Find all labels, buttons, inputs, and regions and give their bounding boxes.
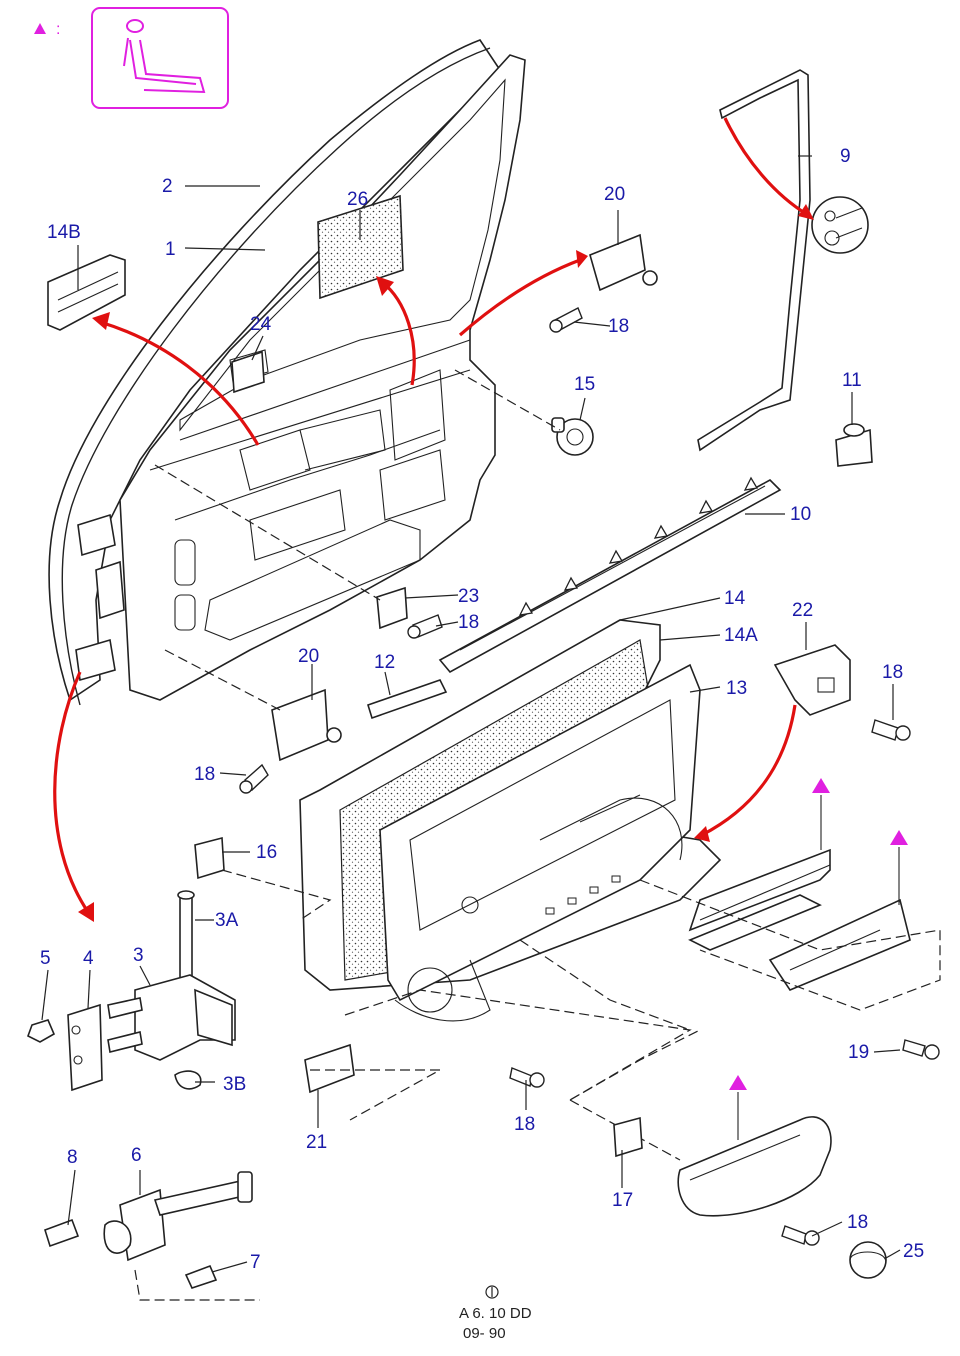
footer-code: A 6. 10 DD	[459, 1305, 532, 1322]
label-part-24: 24	[250, 314, 272, 335]
label-part-18-upper: 18	[608, 316, 629, 337]
part-15-grommet	[551, 417, 594, 456]
marker-triangle-icon	[34, 23, 46, 34]
label-part-13: 13	[726, 678, 747, 699]
label-part-18-mid: 18	[458, 612, 479, 633]
seat-icon-glyph	[123, 19, 206, 94]
label-part-1: 1	[165, 239, 176, 260]
small-parts	[47, 233, 940, 1246]
label-part-26: 26	[347, 189, 368, 210]
label-part-18-armrest: 18	[847, 1212, 868, 1233]
marker-triangle-icon	[729, 1075, 747, 1090]
label-part-2: 2	[162, 176, 173, 197]
label-part-10: 10	[790, 504, 811, 525]
label-part-3a: 3A	[215, 910, 239, 931]
label-part-17: 17	[612, 1190, 633, 1211]
label-part-7: 7	[250, 1252, 261, 1273]
label-part-11: 11	[842, 370, 862, 391]
label-part-21: 21	[306, 1132, 327, 1153]
label-part-14b: 14B	[47, 222, 81, 243]
reference-icon	[485, 1285, 499, 1299]
seat-icon	[91, 7, 229, 109]
leader-lines	[41, 155, 901, 1273]
armrest-handle	[569, 1029, 887, 1279]
part-20-lower-hinge-bracket	[271, 688, 329, 762]
label-part-9: 9	[840, 146, 851, 167]
part-12-handle	[367, 679, 448, 720]
location-lines	[154, 369, 692, 1121]
label-part-14a: 14A	[724, 625, 758, 646]
door-hinges	[75, 513, 125, 682]
part-23-nut	[376, 586, 408, 630]
legend: :	[34, 7, 229, 109]
label-part-23: 23	[458, 586, 479, 607]
footer: A 6. 10 DD 09- 90	[459, 1285, 532, 1342]
armrest-tray	[639, 848, 941, 1011]
door-trim-panel	[299, 619, 722, 1022]
label-part-18-left: 18	[194, 764, 215, 785]
label-part-20-lower: 20	[298, 646, 319, 667]
label-part-20-upper: 20	[604, 184, 625, 205]
door-shell	[48, 39, 526, 706]
part-9-weatherstrip	[697, 69, 869, 452]
screw-18-parts	[239, 307, 940, 1246]
label-part-16: 16	[256, 842, 277, 863]
label-part-6: 6	[131, 1145, 142, 1166]
label-part-14: 14	[724, 588, 746, 609]
label-part-18-right: 18	[882, 662, 903, 683]
part-17-clip	[613, 1116, 643, 1158]
part-16-clip	[194, 836, 225, 880]
label-part-15: 15	[574, 374, 595, 395]
marker-triangle-icon	[812, 778, 830, 793]
part-22-box	[773, 644, 851, 716]
part-10-moulding	[438, 476, 782, 674]
legend-marker-suffix: :	[56, 21, 60, 38]
label-part-4: 4	[83, 948, 94, 969]
label-part-25: 25	[903, 1241, 924, 1262]
hinge-assembly	[27, 890, 236, 1092]
part-21-bracket	[304, 1043, 355, 1094]
part-labels: 2 1 26 14B 24 20 18 9 15 11 10 23 18 14 …	[40, 146, 924, 1273]
label-part-3b: 3B	[223, 1074, 246, 1095]
label-part-5: 5	[40, 948, 51, 969]
part-20-upper-hinge-bracket	[589, 233, 646, 292]
label-part-18-bottom: 18	[514, 1114, 535, 1135]
part-14b-bracket	[47, 254, 126, 331]
assembly-arrows	[53, 117, 814, 922]
label-part-12: 12	[374, 652, 395, 673]
marker-triangle-icon	[890, 830, 908, 845]
part-24-clip	[231, 350, 265, 394]
label-part-19: 19	[848, 1042, 869, 1063]
label-part-3: 3	[133, 945, 144, 966]
check-strap	[44, 1171, 260, 1301]
label-part-22: 22	[792, 600, 813, 621]
label-part-8: 8	[67, 1147, 78, 1168]
footer-date: 09- 90	[463, 1325, 506, 1342]
magenta-markers	[729, 778, 908, 1140]
